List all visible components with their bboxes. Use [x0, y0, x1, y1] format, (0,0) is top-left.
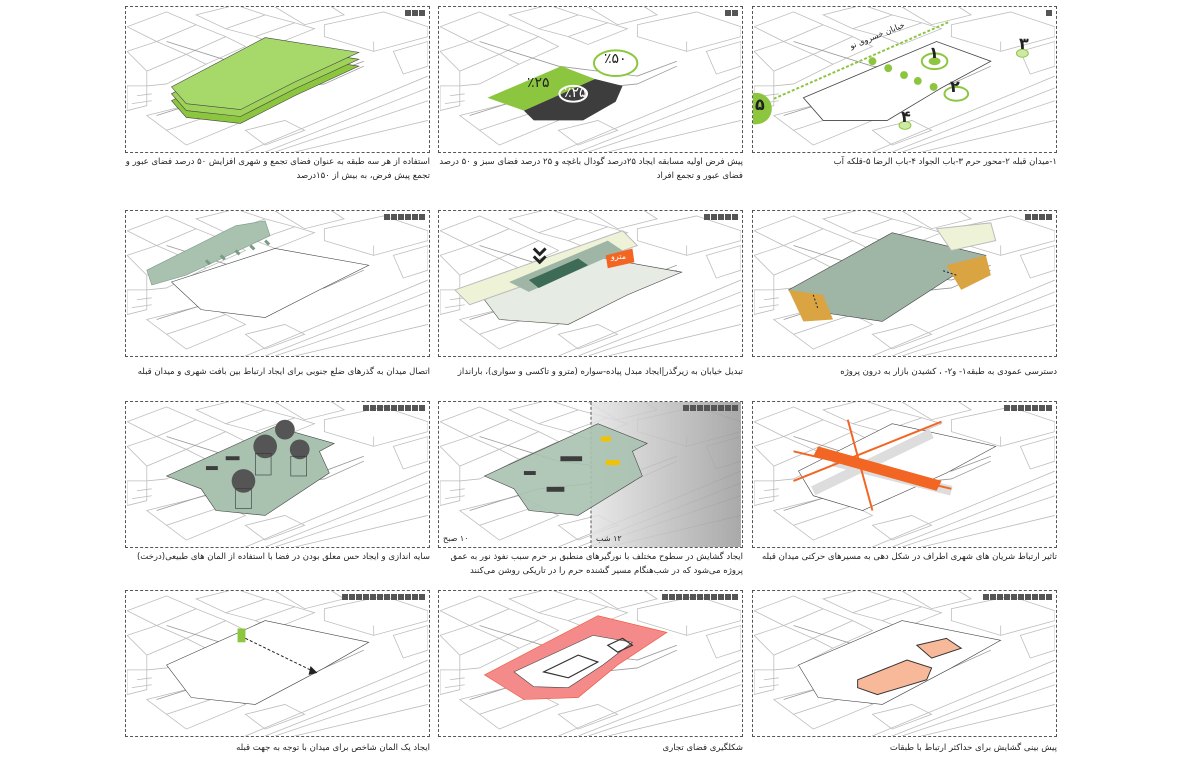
label-25-percent-pit: ٪۲۵	[564, 85, 587, 101]
caption-panel-11: شکلگیری فضای تجاری	[662, 743, 743, 753]
step-indicator	[983, 594, 1052, 600]
caption-panel-10: پیش بینی گشایش برای حداکثر ارتباط با طبق…	[889, 743, 1057, 753]
step-indicator	[725, 10, 738, 16]
metro-label: مترو	[611, 252, 626, 261]
step-indicator	[662, 594, 738, 600]
step-indicator	[1025, 214, 1052, 220]
panel-12-qibla-landmark	[125, 590, 430, 737]
night-label: ۱۲ شب	[596, 534, 622, 543]
panel-5-underpass-transit: مترو	[438, 210, 743, 357]
label-50-percent: ٪۵۰	[604, 51, 627, 67]
caption-panel-1: ۱-میدان قبله ۲-محور حرم ۳-باب الجواد ۴-ب…	[833, 157, 1057, 167]
marker-2: ۲	[950, 77, 960, 96]
marker-3: ۳	[1019, 34, 1029, 53]
panel-11-commercial-space	[438, 590, 743, 737]
panel-9-tree-shading	[125, 401, 430, 548]
panel-10-level-openings	[752, 590, 1057, 737]
caption-panel-12: ایجاد یک المان شاخص برای میدان با توجه ب…	[236, 743, 430, 753]
step-indicator	[405, 10, 425, 16]
step-indicator	[384, 214, 425, 220]
panel-3-three-levels	[125, 6, 430, 153]
panel-8-skylights-day-night: ۱۰ صبح ۱۲ شب	[438, 401, 743, 548]
marker-5: ۵	[755, 95, 765, 114]
marker-1: ۱	[929, 43, 939, 62]
step-indicator	[363, 405, 425, 411]
caption-panel-7: تاثیر ارتباط شریان های شهری اطراف در شکل…	[761, 552, 1057, 562]
caption-panel-9: سایه اندازی و ایجاد حس معلق بودن در فضا …	[136, 552, 430, 562]
panel-2-area-split: ٪۵۰ ٪۲۵ ٪۲۵	[438, 6, 743, 153]
caption-panel-4: دسترسی عمودی به طبقه۱- و۲- ، کشیدن بازار…	[840, 367, 1057, 377]
marker-4: ۴	[901, 107, 911, 126]
caption-panel-2: پیش فرض اولیه مسابقه ایجاد ۲۵درصد گودال …	[439, 157, 743, 181]
step-indicator	[704, 214, 738, 220]
step-indicator	[1004, 405, 1052, 411]
panel-1-site-landmarks: خیابان خسروی نو ۱ ۲ ۳ ۴ ۵	[752, 6, 1057, 153]
caption-panel-5: تبدیل خیابان به زیرگذر|ایجاد مبدل پیاده-…	[457, 367, 743, 377]
panel-7-movement-axes	[752, 401, 1057, 548]
morning-label: ۱۰ صبح	[443, 534, 469, 543]
caption-panel-8: ایجاد گشایش در سطوح مختلف با نورگیرهای م…	[450, 552, 743, 576]
step-indicator	[683, 405, 738, 411]
panel-6-south-passages	[125, 210, 430, 357]
step-indicator	[342, 594, 425, 600]
panel-4-vertical-access	[752, 210, 1057, 357]
step-indicator	[1046, 10, 1052, 16]
label-25-percent-green: ٪۲۵	[527, 75, 550, 91]
caption-panel-6: اتصال میدان به گذرهای ضلع جنوبی برای ایج…	[137, 367, 430, 377]
caption-panel-3: استفاده از هر سه طبقه به عنوان فضای تجمع…	[125, 157, 430, 181]
